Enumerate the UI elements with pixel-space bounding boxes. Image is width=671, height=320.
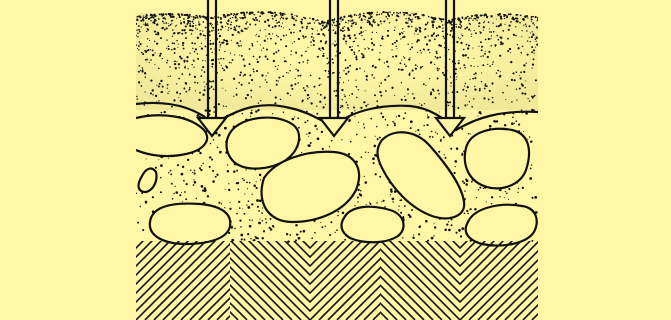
- bedrock-hatching: [46, 240, 671, 320]
- pebble: [378, 132, 465, 218]
- pebble: [150, 204, 230, 244]
- pebble: [466, 205, 537, 246]
- pebble: [342, 207, 404, 243]
- pebble: [139, 169, 157, 192]
- pebble: [465, 129, 529, 188]
- bedrock-layer: [46, 240, 671, 320]
- pebble: [136, 115, 207, 156]
